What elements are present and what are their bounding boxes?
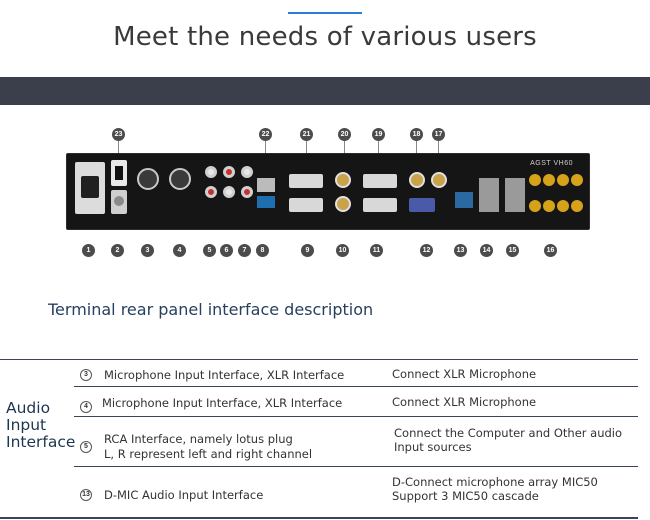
dvi-port-3 [363, 174, 397, 188]
row-number: 5 [80, 441, 92, 453]
xlr-input-1 [137, 168, 159, 190]
row-description-line2: Support 3 MIC50 cascade [392, 489, 539, 503]
vga-port [409, 198, 435, 212]
bnc-port-4 [431, 172, 447, 188]
group-label: Audio Input Interface [6, 400, 75, 451]
callout-18: 18 [410, 128, 423, 141]
audio-jack-array [529, 174, 585, 218]
callout-13: 13 [454, 244, 467, 257]
callout-9: 9 [301, 244, 314, 257]
bnc-port-3 [409, 172, 425, 188]
callout-15: 15 [506, 244, 519, 257]
rca-white-top [205, 166, 217, 178]
table-rule [74, 466, 638, 467]
power-inlet [75, 162, 105, 214]
callout-8: 8 [256, 244, 269, 257]
callout-4: 4 [173, 244, 186, 257]
dmic-port [455, 192, 473, 208]
callout-12: 12 [420, 244, 433, 257]
table-rule [74, 416, 638, 417]
group-label-line: Audio [6, 399, 51, 417]
interface-table: Audio Input Interface 3 Microphone Input… [0, 357, 650, 520]
callout-22: 22 [259, 128, 272, 141]
callout-11: 11 [370, 244, 383, 257]
bnc-port-1 [335, 172, 351, 188]
row-interface-name-line1: RCA Interface, namely lotus plug [104, 432, 293, 446]
row-number: 13 [80, 489, 92, 501]
model-label: AGST VH60 [530, 160, 573, 167]
group-label-line: Input [6, 416, 47, 434]
callout-23: 23 [112, 128, 125, 141]
lan-port-1 [479, 178, 499, 212]
ground-terminal [111, 190, 127, 214]
row-interface-name-line2: L, R represent left and right channel [104, 447, 313, 461]
hdmi-port [257, 196, 275, 208]
group-label-line: Interface [6, 433, 76, 451]
rca-white-bottom [223, 186, 235, 198]
xlr-input-2 [169, 168, 191, 190]
callout-3: 3 [141, 244, 154, 257]
row-interface-name: Microphone Input Interface, XLR Interfac… [104, 368, 345, 382]
lan-port-2 [505, 178, 525, 212]
callout-5: 5 [203, 244, 216, 257]
row-description-line1: Connect the Computer and Other audio [394, 426, 623, 440]
callout-10: 10 [336, 244, 349, 257]
page-title: Meet the needs of various users [113, 22, 537, 52]
row-description: Connect XLR Microphone [392, 395, 537, 409]
callout-6: 6 [220, 244, 233, 257]
bnc-port-2 [335, 196, 351, 212]
rca-white-top-2 [241, 166, 253, 178]
dvi-port-2 [289, 198, 323, 212]
rca-red-top [223, 166, 235, 178]
device-rear-panel: AGST VH60 [66, 153, 590, 230]
callout-16: 16 [544, 244, 557, 257]
power-switch [111, 160, 127, 186]
row-number: 3 [80, 369, 92, 381]
callout-19: 19 [372, 128, 385, 141]
table-rule [74, 386, 638, 387]
callout-21: 21 [300, 128, 313, 141]
table-rule-bottom [0, 517, 638, 519]
callout-14: 14 [480, 244, 493, 257]
callout-leader [118, 138, 119, 156]
callout-17: 17 [432, 128, 445, 141]
callout-1: 1 [82, 244, 95, 257]
section-divider-band [0, 77, 650, 105]
callout-2: 2 [111, 244, 124, 257]
rca-red-bottom-2 [241, 186, 253, 198]
title-accent-line [288, 12, 362, 14]
callout-20: 20 [338, 128, 351, 141]
dvi-port-4 [363, 198, 397, 212]
callout-7: 7 [238, 244, 251, 257]
usb-port [257, 178, 275, 192]
table-rule [0, 359, 638, 360]
rear-panel-illustration: 23 22 21 20 19 18 17 AGST VH60 [0, 118, 650, 268]
row-interface-name: Microphone Input Interface, XLR Interfac… [102, 396, 343, 410]
dvi-port-1 [289, 174, 323, 188]
row-description: Connect XLR Microphone [392, 367, 537, 381]
row-description-line1: D-Connect microphone array MIC50 [392, 475, 598, 489]
row-description-line2: Input sources [394, 440, 472, 454]
row-number: 4 [80, 401, 92, 413]
row-interface-name: D-MIC Audio Input Interface [104, 488, 264, 502]
rca-red-bottom [205, 186, 217, 198]
section-subtitle: Terminal rear panel interface descriptio… [48, 300, 374, 319]
